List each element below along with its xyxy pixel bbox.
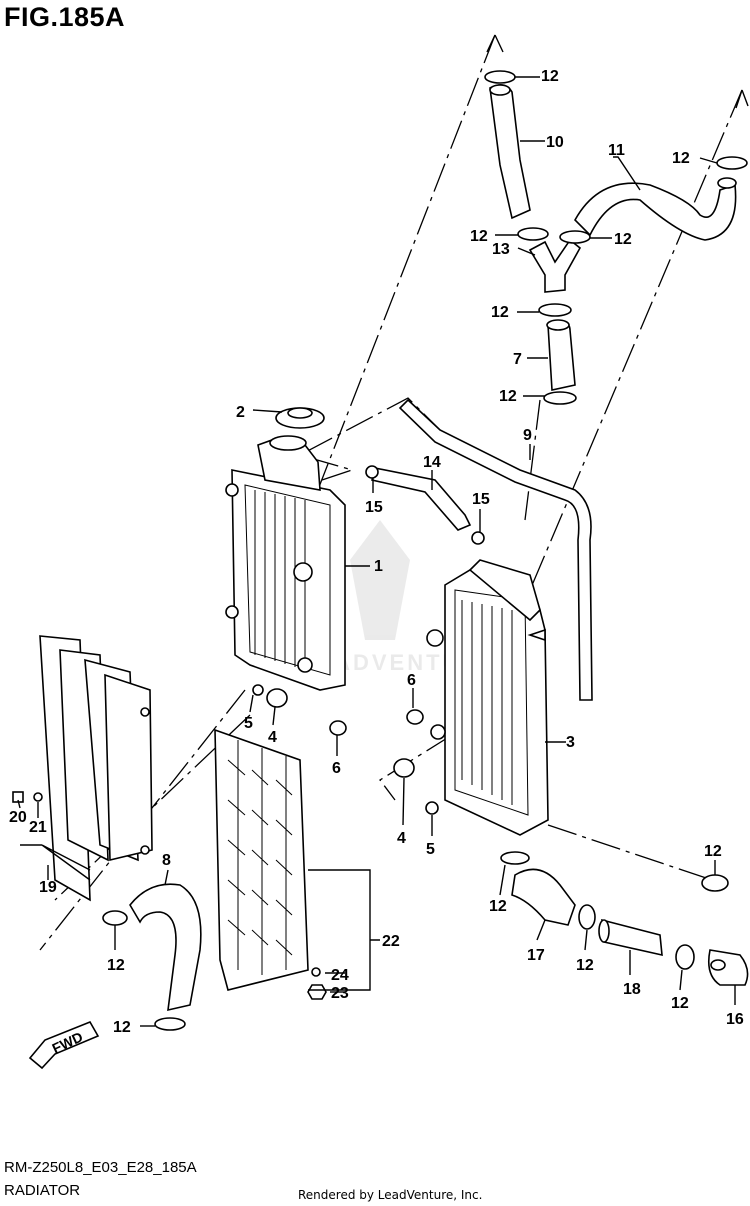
callout-23: 23 [331,985,349,1002]
callout-12-h: 12 [489,898,507,915]
callout-3: 3 [566,734,575,751]
callout-24: 24 [331,967,349,984]
radiator-cap[interactable] [275,407,325,429]
callout-4-a: 4 [268,729,277,746]
callout-6-a: 6 [407,672,416,689]
shroud-panels[interactable] [39,635,153,902]
callouts: 12 10 11 12 12 12 13 12 7 12 2 9 14 15 1… [9,68,744,1036]
callout-12-a: 12 [541,68,559,85]
hose-11[interactable] [574,177,737,241]
hose-10[interactable] [489,84,531,220]
elbow-16[interactable] [707,949,749,986]
callout-11: 11 [608,142,625,159]
callout-12-g: 12 [704,843,722,860]
section-name: RADIATOR [4,1182,81,1199]
callout-15-b: 15 [472,491,490,508]
callout-19: 19 [39,879,57,896]
pipe-18[interactable] [598,918,663,957]
small-fasteners[interactable] [12,465,485,1000]
callout-12-d: 12 [614,231,632,248]
callout-12-j: 12 [576,957,594,974]
callout-14: 14 [423,454,441,471]
callout-22: 22 [382,933,400,950]
callout-6-b: 6 [332,760,341,777]
callout-12-e: 12 [491,304,509,321]
fwd-label: FWD [50,1028,86,1056]
callout-7: 7 [513,351,522,368]
render-credit: Rendered by LeadVenture, Inc. [298,1188,483,1202]
hose-14[interactable] [371,467,472,531]
callout-8: 8 [162,852,171,869]
figure-title: FIG.185A [4,2,126,32]
hose-clamps[interactable] [102,70,748,1031]
callout-2: 2 [236,404,245,421]
hose-7[interactable] [546,319,576,391]
callout-20: 20 [9,809,27,826]
y-joint-13[interactable] [528,238,582,293]
callout-1: 1 [374,558,383,575]
callout-10: 10 [546,134,564,151]
callout-9: 9 [523,427,532,444]
callout-12-f: 12 [499,388,517,405]
callout-16: 16 [726,1011,744,1028]
forward-direction-indicator: FWD [28,1020,100,1070]
radiator-guard[interactable] [214,728,309,991]
callout-5-a: 5 [244,715,253,732]
radiator-left[interactable] [225,435,346,691]
hose-17[interactable] [511,868,576,926]
callout-12-c: 12 [470,228,488,245]
radiator-right[interactable] [426,559,549,836]
callout-12-k: 12 [671,995,689,1012]
leader-lines [17,76,736,1027]
callout-15-a: 15 [365,499,383,516]
callout-12-l: 12 [113,1019,131,1036]
callout-17: 17 [527,947,545,964]
hose-9[interactable] [398,398,593,701]
callout-4-b: 4 [397,830,406,847]
callout-21: 21 [29,819,47,836]
model-code: RM-Z250L8_E03_E28_185A [4,1159,197,1176]
callout-5-b: 5 [426,841,435,858]
callout-12-i: 12 [107,957,125,974]
callout-12-b: 12 [672,150,690,167]
callout-13: 13 [492,241,510,258]
hose-8[interactable] [129,883,202,1012]
callout-18: 18 [623,981,641,998]
